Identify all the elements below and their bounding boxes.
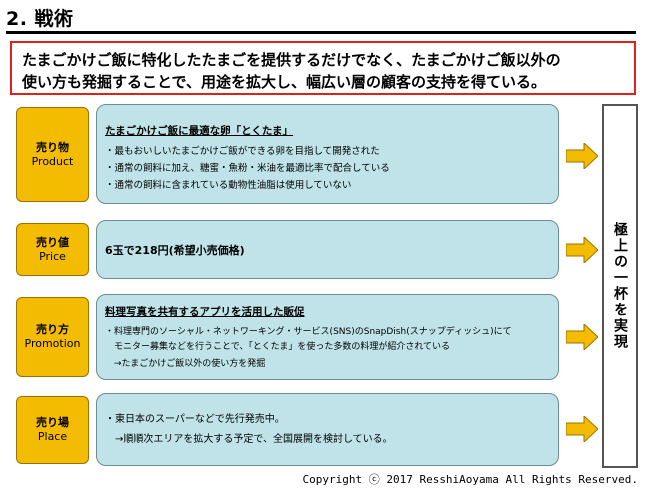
promotion-arrow-icon [566,324,598,350]
result-box: 極上の一杯を実現 [602,104,638,468]
price-arrow-icon [566,237,598,263]
promotion-label-jp: 売り方 [36,323,69,336]
promotion-line-1: ・料理専門のソーシャル・ネットワーキング・サービス(SNS)のSnapDish(… [105,327,512,337]
promotion-line-3: →たまごかけご飯以外の使い方を発掘 [105,359,266,369]
place-arrow-icon [566,416,598,442]
title-divider [6,31,636,34]
promotion-label-en: Promotion [24,337,81,350]
promotion-label: 売り方 Promotion [16,297,89,377]
product-arrow-icon [566,143,598,169]
price-heading: 6玉で218円(希望小売価格) [105,243,245,257]
promotion-heading: 料理写真を共有するアプリを活用した販促 [105,306,305,318]
page-title: 2. 戦術 [6,8,74,30]
summary-box: たまごかけご飯に特化したたまごを提供するだけでなく、たまごかけご飯以外の 使い方… [10,41,636,95]
copyright: Copyright ⓒ 2017 ResshiAoyama All Rights… [302,473,638,486]
place-label: 売り場 Place [16,396,89,464]
place-line-1: ・東日本のスーパーなどで先行発売中。 [105,414,285,425]
place-label-en: Place [37,430,68,443]
product-heading: たまごかけご飯に最適な卵「とくたま」 [105,125,294,137]
promotion-box: 料理写真を共有するアプリを活用した販促 ・料理専門のソーシャル・ネットワーキング… [96,294,559,380]
place-line-2: →順順次エリアを拡大する予定で、全国展開を検討している。 [105,434,393,445]
product-line-3: ・通常の飼料に含まれている動物性油脂は使用していない [105,180,352,191]
product-label-jp: 売り物 [36,140,69,154]
result-text: 極上の一杯を実現 [612,222,628,350]
product-label: 売り物 Product [16,107,89,202]
promotion-line-2: モニター募集などを行うことで、「とくたま」を使った多数の料理が紹介されている [105,342,451,352]
place-box: ・東日本のスーパーなどで先行発売中。 →順順次エリアを拡大する予定で、全国展開を… [96,393,559,466]
summary-line-1: たまごかけご飯に特化したたまごを提供するだけでなく、たまごかけご飯以外の [22,51,561,69]
place-label-jp: 売り場 [36,416,69,429]
product-label-en: Product [31,154,74,168]
price-label-en: Price [39,249,66,263]
product-line-1: ・最もおいしいたまごかけご飯ができる卵を目指して開発された [105,146,380,157]
product-line-2: ・通常の飼料に加え、糖蜜・魚粉・米油を最適比率で配合している [105,163,390,174]
price-label: 売り値 Price [16,223,89,276]
price-label-jp: 売り値 [36,235,69,249]
summary-line-2: 使い方も発掘することで、用途を拡大し、幅広い層の顧客の支持を得ている。 [22,73,546,91]
price-box: 6玉で218円(希望小売価格) [96,220,559,279]
product-box: たまごかけご飯に最適な卵「とくたま」 ・最もおいしいたまごかけご飯ができる卵を目… [96,104,559,204]
